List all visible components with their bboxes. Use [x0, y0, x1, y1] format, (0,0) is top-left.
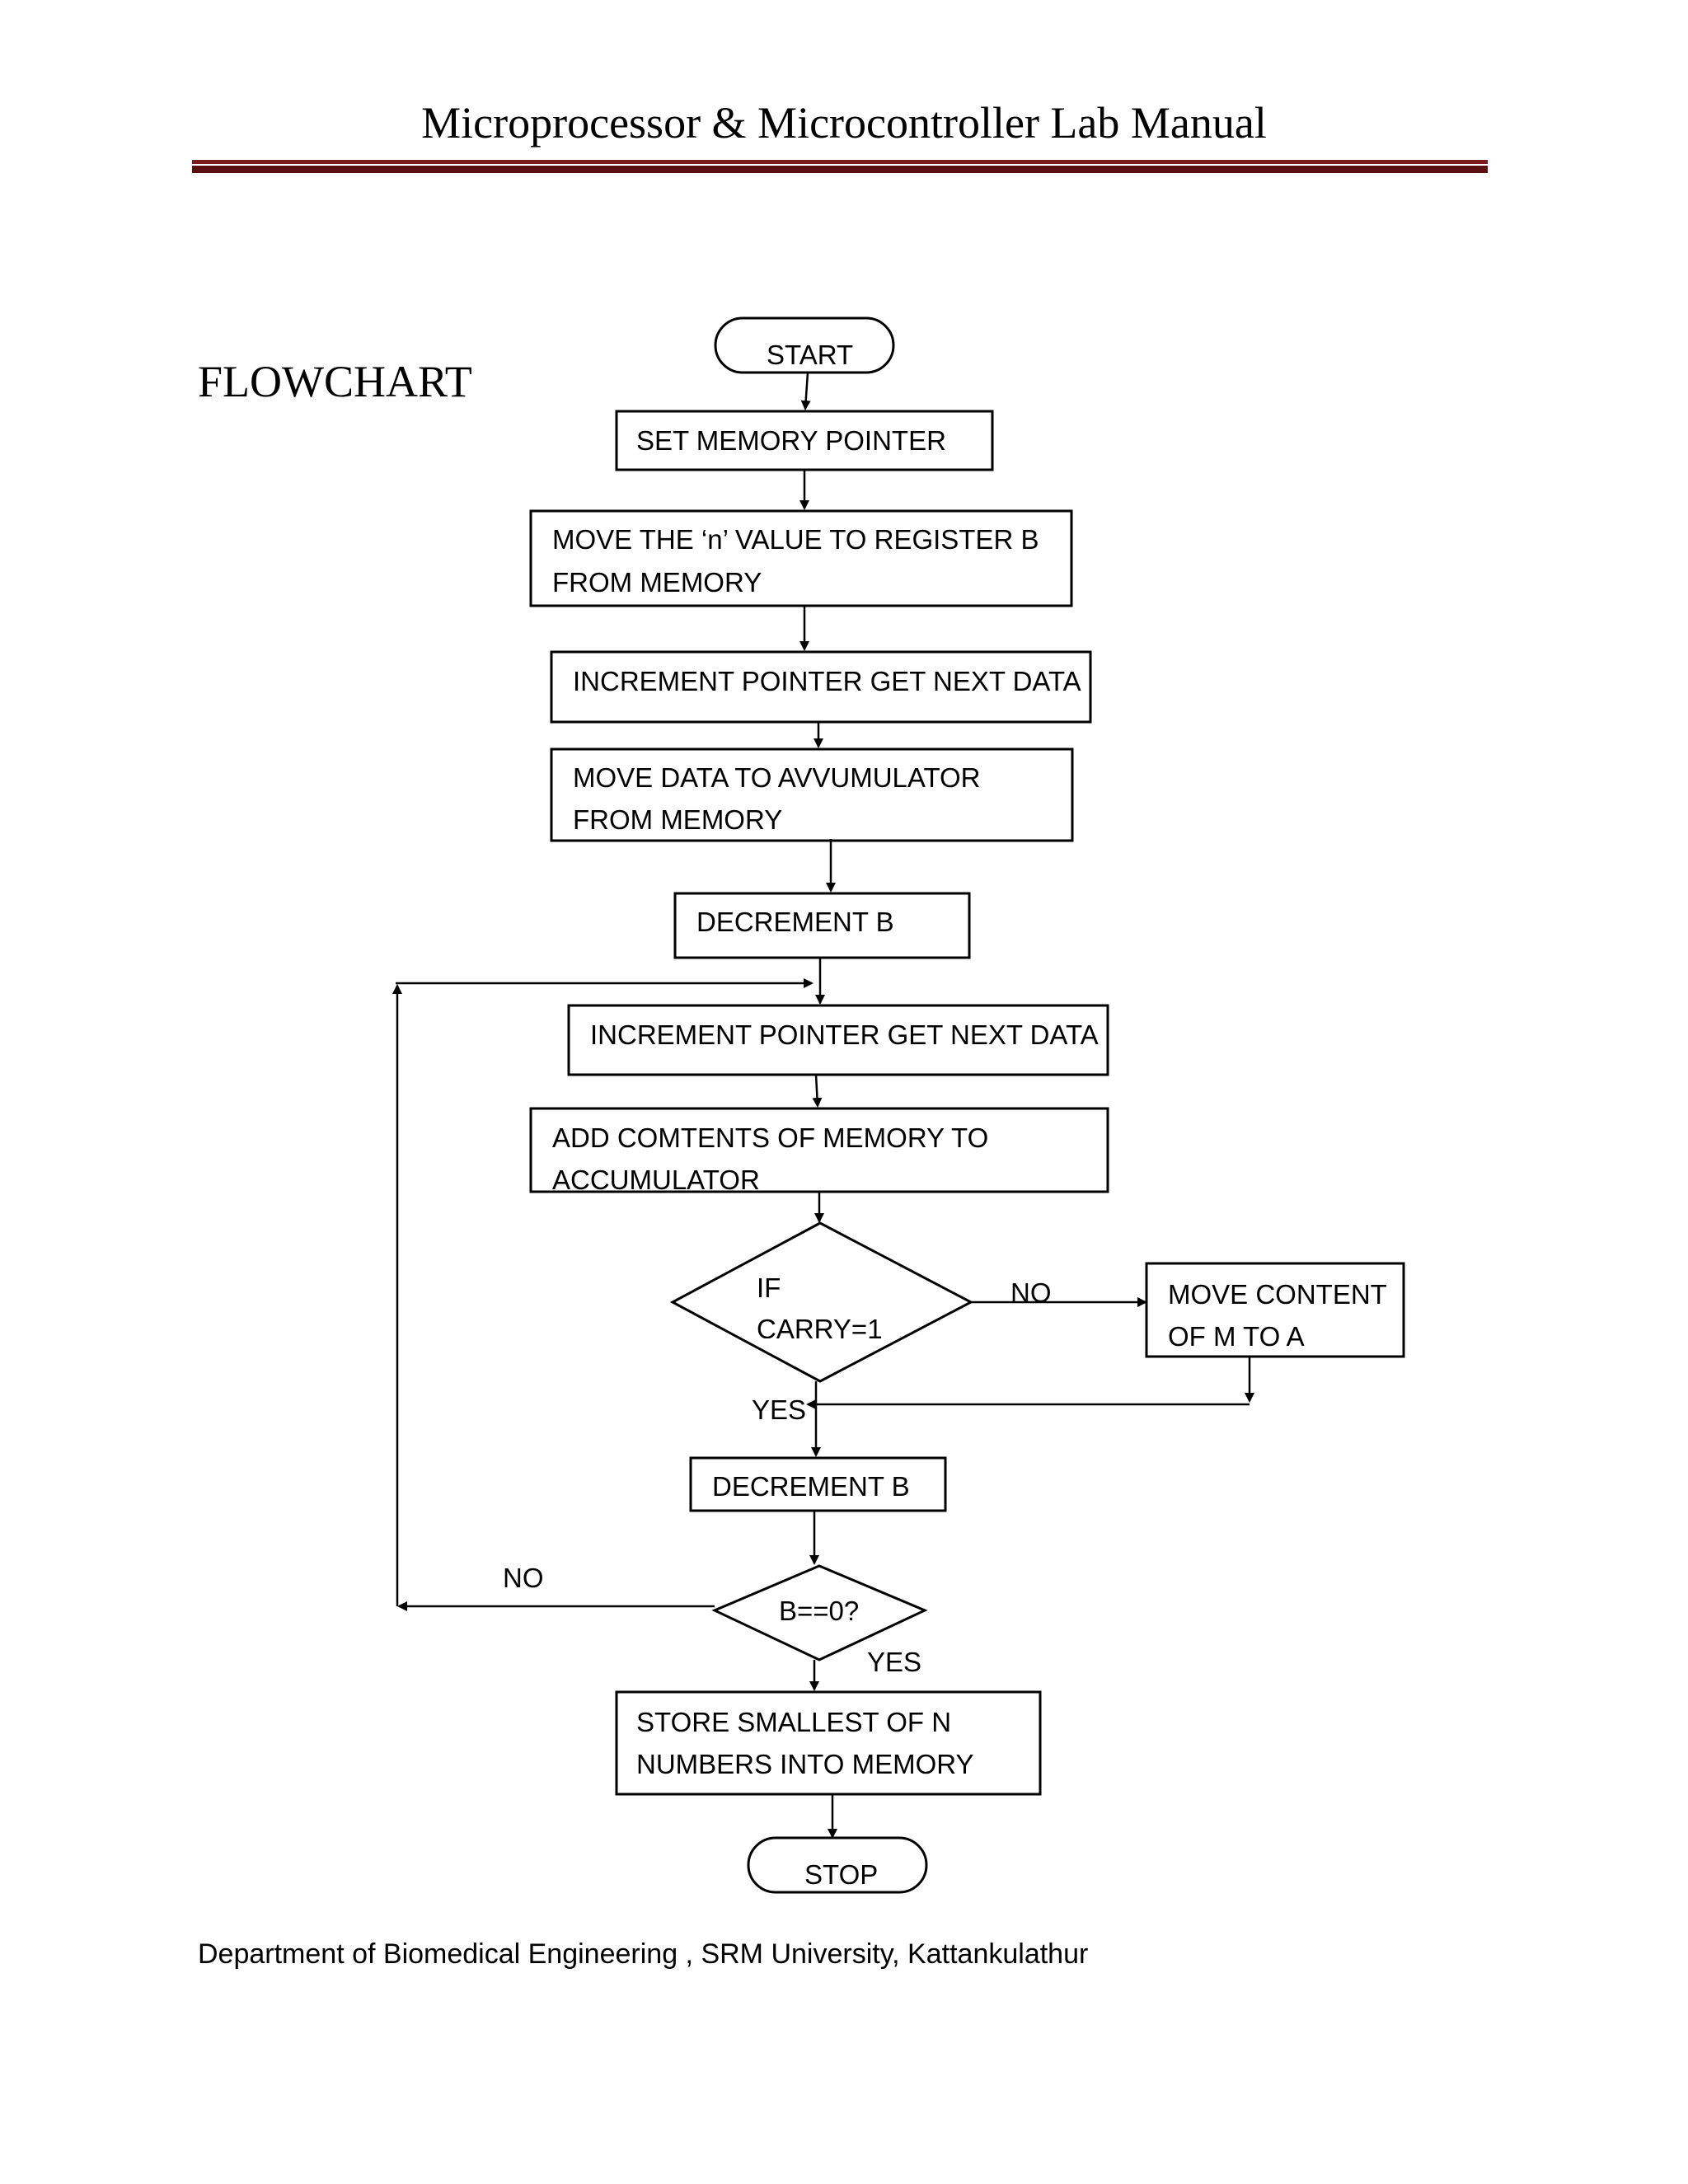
header-rule-thin — [192, 160, 1488, 164]
move-data-box: MOVE DATA TO AVVUMULATOR FROM MEMORY — [550, 748, 1074, 842]
decrement-b-label-1: DECREMENT B — [696, 907, 894, 937]
increment-pointer-box-2: INCREMENT POINTER GET NEXT DATA — [567, 1004, 1109, 1076]
increment-pointer-label-2: INCREMENT POINTER GET NEXT DATA — [590, 1019, 1099, 1050]
header-rule-thick — [192, 166, 1488, 173]
page-footer: Department of Biomedical Engineering , S… — [198, 1938, 1089, 1970]
arrow-start-to-set — [800, 372, 811, 410]
move-n-label-line2: FROM MEMORY — [552, 567, 762, 598]
b-zero-decision-diamond: B==0? — [711, 1564, 928, 1661]
move-content-box: MOVE CONTENT OF M TO A — [1145, 1262, 1405, 1358]
set-memory-pointer-box: SET MEMORY POINTER — [615, 410, 994, 471]
b-zero-no-label: NO — [503, 1563, 544, 1593]
decrement-b-box-2: DECREMENT B — [689, 1456, 947, 1512]
b-zero-label: B==0? — [779, 1596, 859, 1626]
add-contents-box: ADD COMTENTS OF MEMORY TO ACCUMULATOR — [529, 1107, 1109, 1195]
carry-label-line1: IF — [757, 1272, 781, 1303]
page-header-title: Microprocessor & Microcontroller Lab Man… — [421, 98, 1267, 148]
add-label-line1: ADD COMTENTS OF MEMORY TO — [552, 1122, 988, 1153]
move-content-label-line2: OF M TO A — [1168, 1321, 1305, 1352]
set-memory-pointer-label: SET MEMORY POINTER — [636, 425, 946, 456]
carry-no-label: NO — [1010, 1277, 1052, 1308]
store-label-line2: NUMBERS INTO MEMORY — [636, 1749, 974, 1779]
stop-terminal: STOP — [747, 1836, 928, 1894]
move-n-label-line1: MOVE THE ‘n’ VALUE TO REGISTER B — [552, 524, 1039, 555]
arrow-increment-to-add — [812, 1074, 823, 1108]
store-smallest-box: STORE SMALLEST OF N NUMBERS INTO MEMORY — [615, 1690, 1042, 1796]
carry-label-line2: CARRY=1 — [757, 1314, 883, 1344]
move-n-value-box: MOVE THE ‘n’ VALUE TO REGISTER B FROM ME… — [529, 509, 1073, 607]
increment-pointer-label-1: INCREMENT POINTER GET NEXT DATA — [573, 666, 1081, 696]
start-label: START — [767, 340, 853, 370]
move-data-label-line1: MOVE DATA TO AVVUMULATOR — [573, 762, 981, 793]
section-title: FLOWCHART — [198, 357, 472, 406]
decrement-b-label-2: DECREMENT B — [712, 1471, 910, 1502]
store-label-line1: STORE SMALLEST OF N — [636, 1707, 951, 1737]
stop-label: STOP — [804, 1859, 878, 1890]
increment-pointer-box-1: INCREMENT POINTER GET NEXT DATA — [550, 650, 1092, 724]
carry-decision-diamond: IF CARRY=1 — [669, 1221, 974, 1383]
start-terminal: START — [714, 316, 895, 374]
move-content-label-line1: MOVE CONTENT — [1168, 1279, 1387, 1310]
move-data-label-line2: FROM MEMORY — [573, 804, 782, 835]
b-zero-yes-label: YES — [867, 1647, 921, 1677]
carry-yes-label: YES — [752, 1394, 806, 1425]
decrement-b-box-1: DECREMENT B — [673, 892, 971, 959]
add-label-line2: ACCUMULATOR — [552, 1165, 760, 1195]
